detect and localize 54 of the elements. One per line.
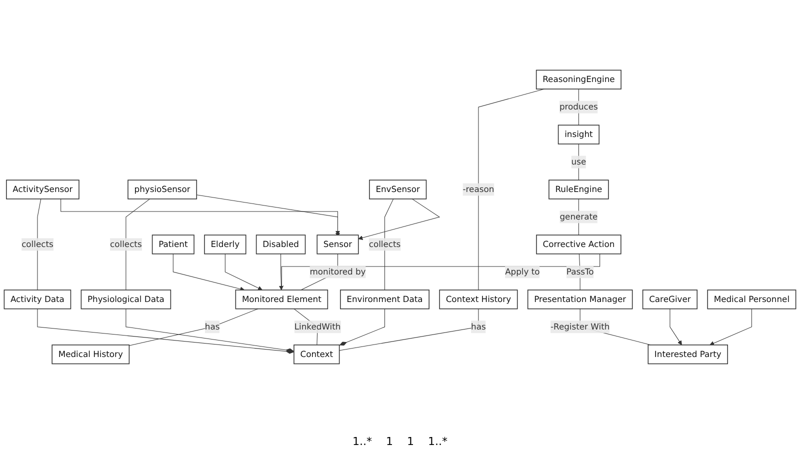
node-box: Physiological Data	[80, 289, 172, 309]
node-box: Patient	[152, 234, 194, 254]
edge-label: generate	[560, 211, 598, 222]
connector	[128, 308, 258, 346]
arrow	[196, 194, 340, 235]
arrow	[278, 253, 284, 290]
edge-label: produces	[559, 101, 598, 112]
arrow	[670, 308, 682, 345]
node-box: Context	[294, 344, 340, 364]
node-box: Sensor	[316, 234, 359, 254]
node-box: physioSensor	[128, 179, 198, 199]
node-box: Environment Data	[340, 289, 430, 309]
multiplicity-label: 1..*	[428, 435, 448, 448]
node-box: Presentation Manager	[527, 289, 633, 309]
connector	[339, 308, 385, 346]
node-box: ActivitySensor	[6, 179, 80, 199]
arrow	[172, 253, 245, 291]
arrow	[224, 253, 262, 290]
node-box: Medical History	[52, 344, 130, 364]
arrow	[710, 308, 752, 345]
multiplicity-label: 1..*	[352, 435, 372, 448]
multiplicity-label: 1	[407, 435, 414, 448]
edge-label: -Register With	[550, 321, 610, 332]
connector	[126, 308, 294, 352]
multiplicity-label: 1	[386, 435, 393, 448]
node-box: Interested Party	[648, 344, 728, 364]
node-box: RuleEngine	[548, 179, 609, 199]
edge-label: collects	[368, 238, 401, 249]
edge-label: Apply to	[505, 266, 540, 276]
edge-label: collects	[110, 238, 142, 249]
node-box: Medical Personnel	[707, 289, 796, 309]
connector	[339, 308, 479, 350]
edge-label: use	[571, 156, 586, 166]
node-box: EnvSensor	[369, 179, 427, 199]
node-box: insight	[558, 124, 600, 144]
edge-label: PassTo	[566, 266, 594, 276]
arrow	[358, 198, 440, 240]
node-box: Corrective Action	[536, 234, 622, 254]
node-box: Monitored Element	[235, 289, 328, 309]
node-box: ReasoningEngine	[536, 69, 622, 89]
edge-label: has	[204, 321, 220, 332]
node-box: Activity Data	[4, 289, 72, 309]
edge-label: -reason	[462, 184, 494, 194]
connector	[37, 308, 294, 354]
connector	[478, 88, 545, 290]
edge-label: monitored by	[310, 266, 366, 276]
edge-label: has	[471, 321, 486, 332]
edge-label: LinkedWith	[294, 321, 341, 332]
node-box: Elderly	[204, 234, 246, 254]
node-box: Context History	[439, 289, 518, 309]
edge-label: collects	[22, 238, 54, 249]
node-box: Disabled	[256, 234, 306, 254]
node-box: CareGiver	[642, 289, 698, 309]
arrow	[60, 198, 340, 237]
